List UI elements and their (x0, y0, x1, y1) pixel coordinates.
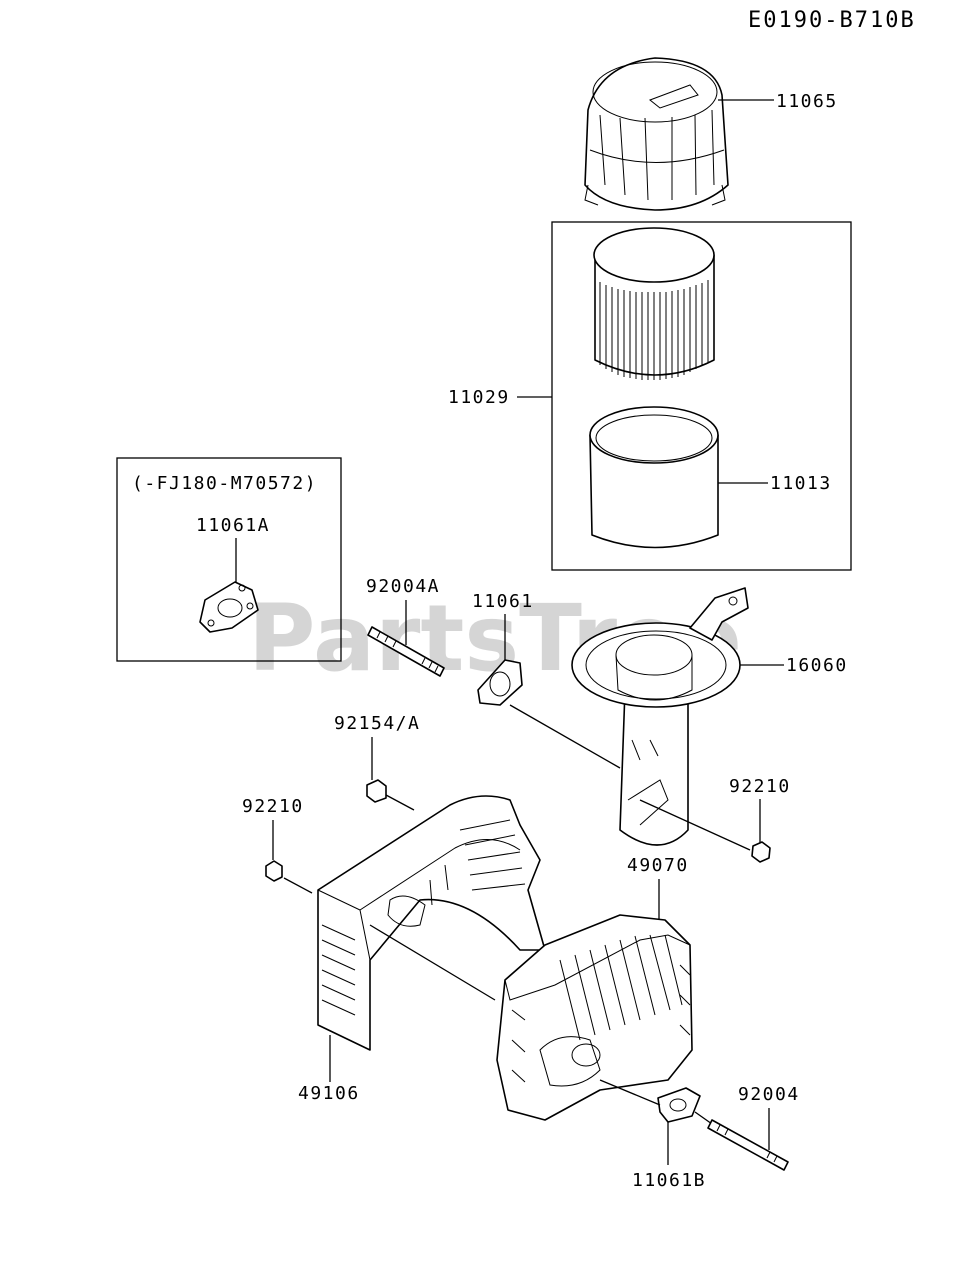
part-label-11061A[interactable]: 11061A (196, 515, 270, 536)
gasket-icon (199, 581, 259, 633)
filter-kit-box (551, 221, 852, 571)
filter-element-icon (593, 227, 715, 380)
part-label-49106[interactable]: 49106 (298, 1083, 360, 1104)
part-label-16060[interactable]: 16060 (786, 655, 848, 676)
pre-cleaner-icon (589, 406, 719, 549)
part-label-49070[interactable]: 49070 (627, 855, 689, 876)
muffler-guard-icon (317, 795, 546, 1051)
stud-bolt-icon (367, 626, 445, 677)
gasket-icon (657, 1087, 701, 1123)
part-label-92210-left[interactable]: 92210 (242, 796, 304, 817)
nut-icon (751, 841, 771, 863)
gasket-icon (477, 659, 523, 706)
stud-bolt-icon (366, 779, 387, 803)
nut-icon (265, 860, 283, 882)
part-label-92154A[interactable]: 92154/A (334, 713, 420, 734)
muffler-icon (496, 914, 693, 1121)
inset-note: (-FJ180-M70572) (132, 473, 317, 494)
part-label-11061B[interactable]: 11061B (632, 1170, 706, 1191)
stud-bolt-icon (707, 1119, 789, 1171)
air-cleaner-cover-icon (584, 57, 729, 211)
part-label-92004A[interactable]: 92004A (366, 576, 440, 597)
part-label-92210-right[interactable]: 92210 (729, 776, 791, 797)
part-label-11029[interactable]: 11029 (448, 387, 510, 408)
inset-box (116, 457, 342, 662)
part-label-11065[interactable]: 11065 (776, 91, 838, 112)
part-label-92004[interactable]: 92004 (738, 1084, 800, 1105)
part-label-11013[interactable]: 11013 (770, 473, 832, 494)
diagram-code: E0190-B710B (748, 8, 916, 33)
part-label-11061[interactable]: 11061 (472, 591, 534, 612)
